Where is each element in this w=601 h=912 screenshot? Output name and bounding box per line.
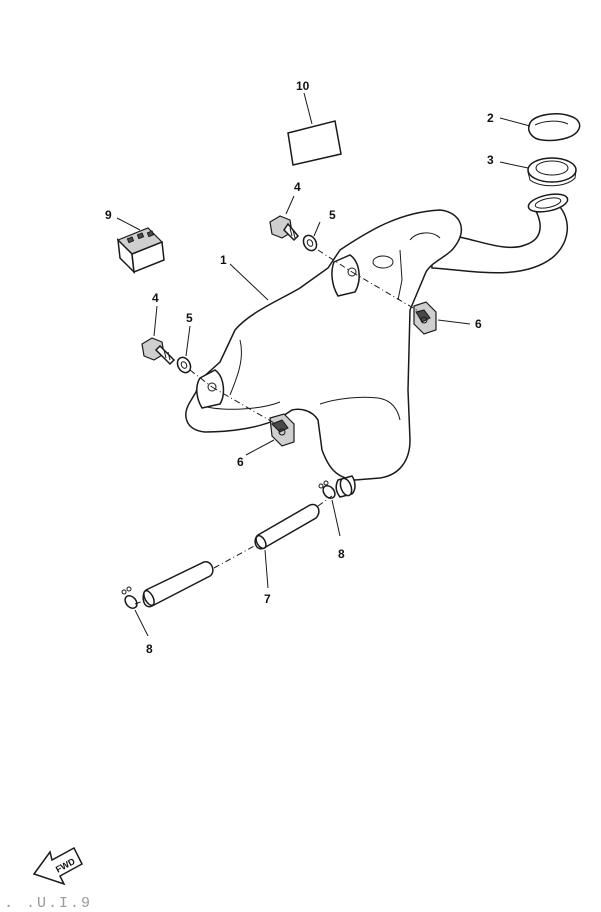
label-part-4-lower: 4: [152, 291, 159, 305]
relay-part: [116, 217, 165, 275]
washer-lower-part: [176, 325, 192, 374]
label-part-6-right: 6: [475, 317, 482, 331]
label-part-8-left: 8: [146, 642, 153, 656]
label-part-1: 1: [220, 253, 227, 267]
clip-right-part: [318, 480, 341, 537]
hose-part: [142, 495, 333, 608]
label-part-10: 10: [296, 79, 310, 93]
clip-left-part: [121, 586, 149, 637]
label-part-4-upper: 4: [294, 180, 301, 194]
label-part-9: 9: [105, 208, 112, 222]
oil-tank-part: [185, 193, 569, 498]
label-part-2: 2: [487, 111, 494, 125]
label-part-6-lower: 6: [237, 455, 244, 469]
nut-right-part: [413, 301, 471, 335]
washer-upper-part: [302, 221, 321, 252]
label-sheet-part: [287, 92, 342, 166]
label-part-5-upper: 5: [329, 208, 336, 222]
label-part-7: 7: [264, 592, 271, 606]
tank-cap-part: [499, 113, 581, 142]
bolt-upper-part: [269, 195, 300, 242]
label-part-3: 3: [487, 153, 494, 167]
label-part-8-right: 8: [338, 547, 345, 561]
nut-lower-part: [245, 413, 295, 456]
gasket-part: [499, 157, 577, 187]
label-part-5-lower: 5: [186, 311, 193, 325]
diagram-code: . .U.I.9: [4, 895, 92, 912]
bolt-lower-part: [141, 305, 176, 366]
fwd-arrow-icon: FWD: [32, 846, 83, 886]
